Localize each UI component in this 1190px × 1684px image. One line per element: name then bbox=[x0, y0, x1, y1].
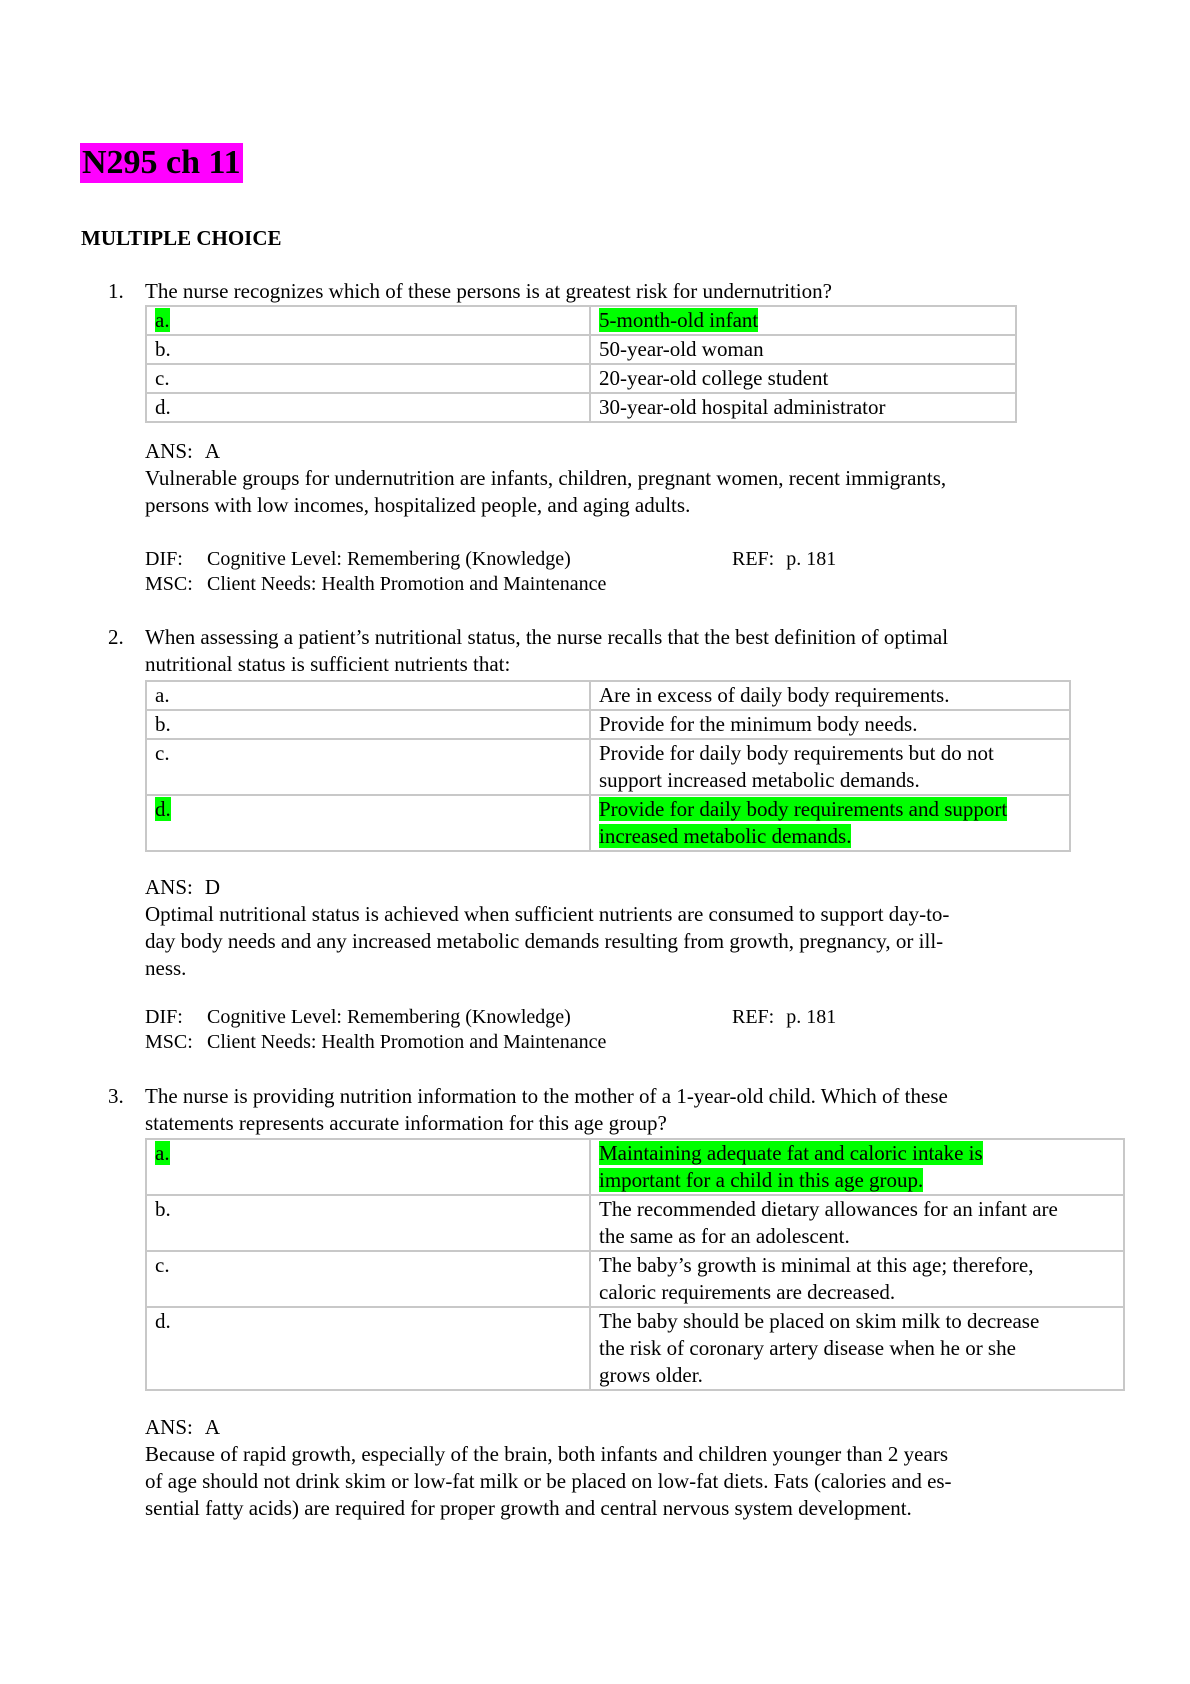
msc-label: MSC: bbox=[145, 1031, 193, 1053]
answer-label: ANS: bbox=[145, 1415, 193, 1439]
answer-label: ANS: bbox=[145, 439, 193, 463]
answer-line: ANS: A bbox=[145, 438, 232, 465]
option-letter: d. bbox=[155, 797, 171, 821]
answer-value: A bbox=[204, 1415, 221, 1439]
question-stem: The nurse is providing nutrition informa… bbox=[145, 1083, 948, 1137]
option-row[interactable]: a. 5-month-old infant bbox=[145, 305, 1017, 336]
option-row[interactable]: b. The recommended dietary allowances fo… bbox=[145, 1194, 1125, 1252]
answer-value: A bbox=[204, 439, 221, 463]
option-letter: d. bbox=[145, 392, 591, 423]
rationale: Vulnerable groups for undernutrition are… bbox=[145, 465, 946, 519]
rationale-line: ness. bbox=[145, 956, 187, 980]
option-row[interactable]: c. Provide for daily body requirements b… bbox=[145, 738, 1071, 796]
msc-line: MSC: Client Needs: Health Promotion and M… bbox=[145, 572, 606, 597]
option-row[interactable]: b. 50-year-old woman bbox=[145, 334, 1017, 365]
rationale-line: persons with low incomes, hospitalized p… bbox=[145, 493, 691, 517]
section-heading: MULTIPLE CHOICE bbox=[81, 226, 282, 250]
option-letter: a. bbox=[145, 680, 591, 711]
option-letter: b. bbox=[145, 709, 591, 740]
stem-line: statements represents accurate informati… bbox=[145, 1111, 667, 1135]
option-text: 5-month-old infant bbox=[599, 308, 759, 332]
option-letter: d. bbox=[145, 1306, 591, 1391]
answer-line: ANS: D bbox=[145, 874, 232, 901]
option-letter: c. bbox=[145, 363, 591, 394]
option-text: Provide for daily body requirements but … bbox=[589, 738, 1071, 796]
rationale-line: Optimal nutritional status is achieved w… bbox=[145, 902, 950, 926]
stem-line: The nurse is providing nutrition informa… bbox=[145, 1084, 948, 1108]
option-text: Provide for the minimum body needs. bbox=[589, 709, 1071, 740]
difficulty-line: DIF: Cognitive Level: Remembering (Knowle… bbox=[145, 1005, 836, 1030]
rationale-line: sential fatty acids) are required for pr… bbox=[145, 1496, 912, 1520]
msc-label: MSC: bbox=[145, 573, 193, 595]
rationale: Because of rapid growth, especially of t… bbox=[145, 1441, 952, 1522]
ref-value: p. 181 bbox=[786, 548, 837, 570]
option-row[interactable]: a. Maintaining adequate fat and caloric … bbox=[145, 1138, 1125, 1196]
dif-value: Cognitive Level: Remembering (Knowledge) bbox=[207, 1006, 571, 1028]
dif-value: Cognitive Level: Remembering (Knowledge) bbox=[207, 548, 571, 570]
question-number: 2. bbox=[108, 625, 124, 649]
difficulty-line: DIF: Cognitive Level: Remembering (Knowle… bbox=[145, 547, 836, 572]
options-table: a. Are in excess of daily body requireme… bbox=[145, 680, 1071, 852]
options-table: a. 5-month-old infant b. 50-year-old wom… bbox=[145, 305, 1017, 423]
option-letter: c. bbox=[145, 1250, 591, 1308]
option-letter: b. bbox=[145, 334, 591, 365]
option-row[interactable]: c. The baby’s growth is minimal at this … bbox=[145, 1250, 1125, 1308]
rationale-line: Because of rapid growth, especially of t… bbox=[145, 1442, 948, 1466]
option-letter: a. bbox=[155, 1141, 170, 1165]
answer-value: D bbox=[204, 875, 221, 899]
option-row[interactable]: d. Provide for daily body requirements a… bbox=[145, 794, 1071, 852]
stem-line: When assessing a patient’s nutritional s… bbox=[145, 625, 949, 649]
question-stem: When assessing a patient’s nutritional s… bbox=[145, 624, 948, 678]
ref-label: REF: bbox=[732, 1006, 775, 1028]
option-letter: b. bbox=[145, 1194, 591, 1252]
ref-value: p. 181 bbox=[786, 1006, 837, 1028]
option-row[interactable]: a. Are in excess of daily body requireme… bbox=[145, 680, 1071, 711]
dif-label: DIF: bbox=[145, 548, 183, 570]
option-text: The baby should be placed on skim milk t… bbox=[589, 1306, 1125, 1391]
option-row[interactable]: d. The baby should be placed on skim mil… bbox=[145, 1306, 1125, 1391]
option-text: Provide for daily body requirements and … bbox=[589, 794, 1071, 852]
option-text: The baby’s growth is minimal at this age… bbox=[589, 1250, 1125, 1308]
answer-label: ANS: bbox=[145, 875, 193, 899]
ref-label: REF: bbox=[732, 548, 775, 570]
question-number: 3. bbox=[108, 1084, 124, 1108]
dif-label: DIF: bbox=[145, 1006, 183, 1028]
document-title: N295 ch 11 bbox=[80, 143, 243, 183]
answer-line: ANS: A bbox=[145, 1414, 232, 1441]
msc-value: Client Needs: Health Promotion and Maint… bbox=[207, 573, 607, 595]
option-row[interactable]: b. Provide for the minimum body needs. bbox=[145, 709, 1071, 740]
option-letter: a. bbox=[155, 308, 170, 332]
option-text: 20-year-old college student bbox=[589, 363, 1017, 394]
rationale: Optimal nutritional status is achieved w… bbox=[145, 901, 949, 982]
rationale-line: of age should not drink skim or low-fat … bbox=[145, 1469, 952, 1493]
options-table: a. Maintaining adequate fat and caloric … bbox=[145, 1138, 1125, 1391]
stem-line: nutritional status is sufficient nutrien… bbox=[145, 652, 511, 676]
option-text: 30-year-old hospital administrator bbox=[589, 392, 1017, 423]
msc-line: MSC: Client Needs: Health Promotion and M… bbox=[145, 1030, 606, 1055]
question-stem: The nurse recognizes which of these pers… bbox=[145, 279, 832, 303]
rationale-line: Vulnerable groups for undernutrition are… bbox=[145, 466, 947, 490]
option-row[interactable]: c. 20-year-old college student bbox=[145, 363, 1017, 394]
option-text: Maintaining adequate fat and caloric int… bbox=[589, 1138, 1125, 1196]
question-number: 1. bbox=[108, 279, 124, 303]
option-text: 50-year-old woman bbox=[589, 334, 1017, 365]
option-text: Are in excess of daily body requirements… bbox=[589, 680, 1071, 711]
option-text: The recommended dietary allowances for a… bbox=[589, 1194, 1125, 1252]
rationale-line: day body needs and any increased metabol… bbox=[145, 929, 944, 953]
msc-value: Client Needs: Health Promotion and Maint… bbox=[207, 1031, 607, 1053]
option-letter: c. bbox=[145, 738, 591, 796]
option-row[interactable]: d. 30-year-old hospital administrator bbox=[145, 392, 1017, 423]
